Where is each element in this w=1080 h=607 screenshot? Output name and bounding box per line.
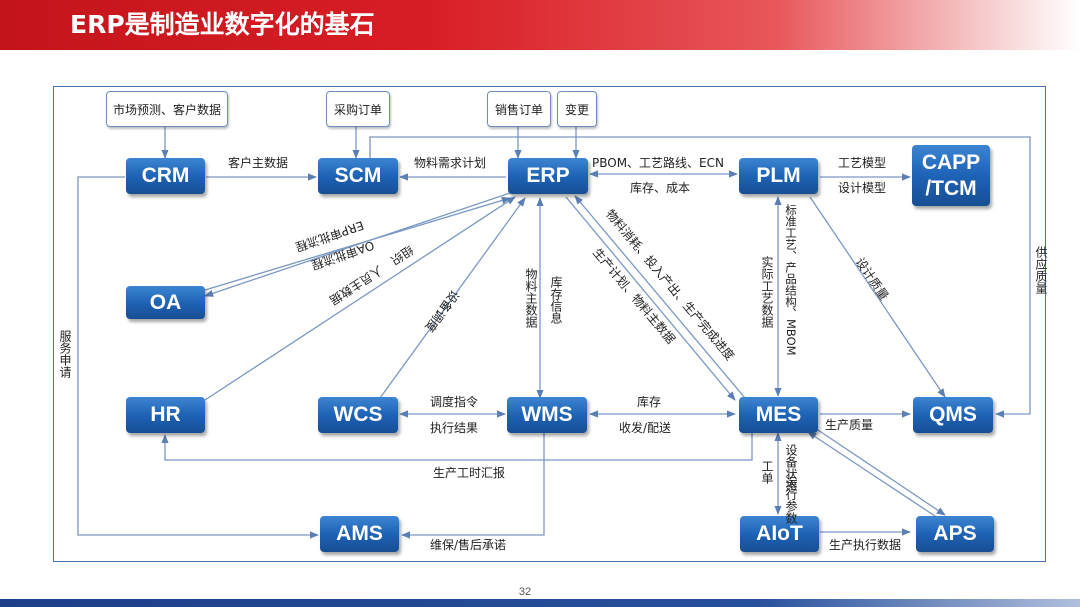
page-number: 32 — [518, 586, 532, 598]
line-mes-hr — [161, 433, 753, 461]
label-plm-mes-1: 实际工艺数据 — [760, 256, 774, 328]
label-mes-aiot-1: 工单 — [760, 460, 774, 484]
line-hr-erp — [204, 196, 516, 401]
label-wcs-wms-bottom: 执行结果 — [430, 421, 479, 435]
label-plm-capp-top: 工艺模型 — [838, 156, 887, 170]
footer-bar — [0, 599, 1080, 607]
line-mes-aps-1 — [814, 427, 946, 516]
label-service-request: 服务申请 — [58, 330, 72, 378]
line-wcs-erp — [379, 197, 526, 399]
line-erp-mes-2 — [565, 196, 736, 401]
label-erp-plm-top: PBOM、工艺路线、ECN — [592, 156, 724, 170]
label-wms-mes-bottom: 收发/配送 — [619, 421, 672, 435]
node-aps: APS — [916, 516, 994, 552]
line-erp-oa-2 — [204, 196, 511, 291]
label-mes-aiot-2: 设备状态 — [784, 444, 798, 492]
label-erp-scm: 物料需求计划 — [414, 156, 487, 170]
label-plm-mes-2: 标准工艺、产品结构、MBOM — [784, 204, 798, 356]
node-capp-line1: CAPP — [921, 150, 981, 174]
label-erp-plm-bottom: 库存、成本 — [630, 181, 691, 195]
node-mes: MES — [739, 397, 818, 433]
node-hr: HR — [126, 397, 205, 433]
node-wms: WMS — [507, 397, 587, 433]
label-wms-mes-top: 库存 — [637, 395, 662, 409]
source-change: 变更 — [557, 91, 597, 127]
node-wcs: WCS — [318, 397, 398, 433]
node-qms: QMS — [913, 397, 993, 433]
label-wms-erp-2: 库存信息 — [549, 276, 563, 324]
page-title: ERP是制造业数字化的基石 — [70, 10, 375, 39]
node-scm: SCM — [318, 158, 398, 194]
source-market-data: 市场预测、客户数据 — [106, 91, 228, 127]
node-erp: ERP — [508, 158, 588, 194]
label-wms-erp-1: 物料主数据 — [524, 268, 538, 328]
node-oa: OA — [126, 286, 205, 319]
node-plm: PLM — [739, 158, 818, 194]
line-plm-qms — [809, 196, 946, 398]
label-crm-scm: 客户主数据 — [228, 156, 289, 170]
label-wms-ams: 维保/售后承诺 — [430, 538, 507, 552]
title-bar — [0, 0, 1080, 50]
line-wms-ams — [401, 433, 545, 539]
source-sales-order: 销售订单 — [487, 91, 551, 127]
node-capp-line2: /TCM — [925, 176, 977, 200]
node-aiot: AIoT — [740, 516, 819, 552]
line-erp-mes-1 — [574, 195, 746, 399]
node-ams: AMS — [320, 516, 399, 552]
label-mes-hr: 生产工时汇报 — [433, 466, 506, 480]
diagram-frame — [53, 86, 1046, 562]
label-mes-aiot-3: 运行参数 — [784, 476, 798, 524]
line-service-request — [77, 176, 319, 539]
label-aiot-aps: 生产执行数据 — [829, 538, 902, 552]
line-supply-quality — [369, 136, 1031, 418]
label-supply-quality: 供应质量 — [1034, 246, 1048, 294]
label-mes-qms: 生产质量 — [825, 418, 874, 432]
label-plm-capp-bottom: 设计模型 — [838, 181, 887, 195]
node-crm: CRM — [126, 158, 205, 194]
line-mes-aps-2 — [807, 431, 939, 519]
node-capp-tcm: CAPP /TCM — [912, 145, 990, 206]
source-purchase-order: 采购订单 — [326, 91, 390, 127]
label-wcs-wms-top: 调度指令 — [430, 395, 479, 409]
